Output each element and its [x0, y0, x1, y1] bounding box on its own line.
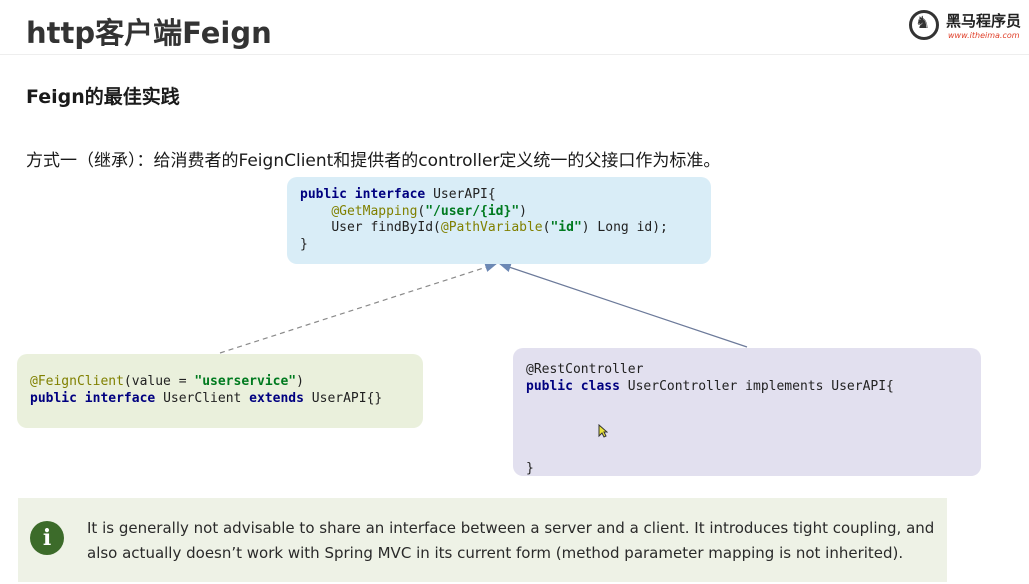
- info-note-text: It is generally not advisable to share a…: [87, 519, 935, 562]
- page-title: http客户端Feign: [26, 16, 272, 50]
- client-extends-arrow: [219, 262, 498, 354]
- usercontroller-code-block: @RestController public class UserControl…: [513, 348, 981, 476]
- userapi-code: public interface UserAPI{ @GetMapping("/…: [300, 187, 668, 252]
- info-icon: i: [30, 521, 64, 555]
- userclient-code-block: @FeignClient(value = "userservice") publ…: [17, 354, 423, 428]
- userclient-code: @FeignClient(value = "userservice") publ…: [30, 374, 383, 406]
- logo-horse-icon: ♞: [915, 13, 931, 33]
- logo-name: 黑马程序员: [946, 12, 1022, 30]
- info-note: i It is generally not advisable to share…: [18, 498, 947, 582]
- brand-logo: ♞ 黑马程序员 www.itheima.com: [909, 9, 1025, 45]
- userapi-code-block: public interface UserAPI{ @GetMapping("/…: [287, 177, 711, 264]
- logo-emblem-icon: [909, 10, 939, 40]
- usercontroller-code: @RestController public class UserControl…: [526, 362, 894, 476]
- section-title: Feign的最佳实践: [26, 86, 180, 108]
- logo-url: www.itheima.com: [948, 31, 1020, 40]
- header-bar: [0, 0, 1029, 55]
- mouse-pointer-icon: [598, 424, 608, 438]
- controller-implements-arrow: [498, 262, 748, 348]
- description-text: 方式一（继承）：给消费者的FeignClient和提供者的controller定…: [26, 151, 721, 171]
